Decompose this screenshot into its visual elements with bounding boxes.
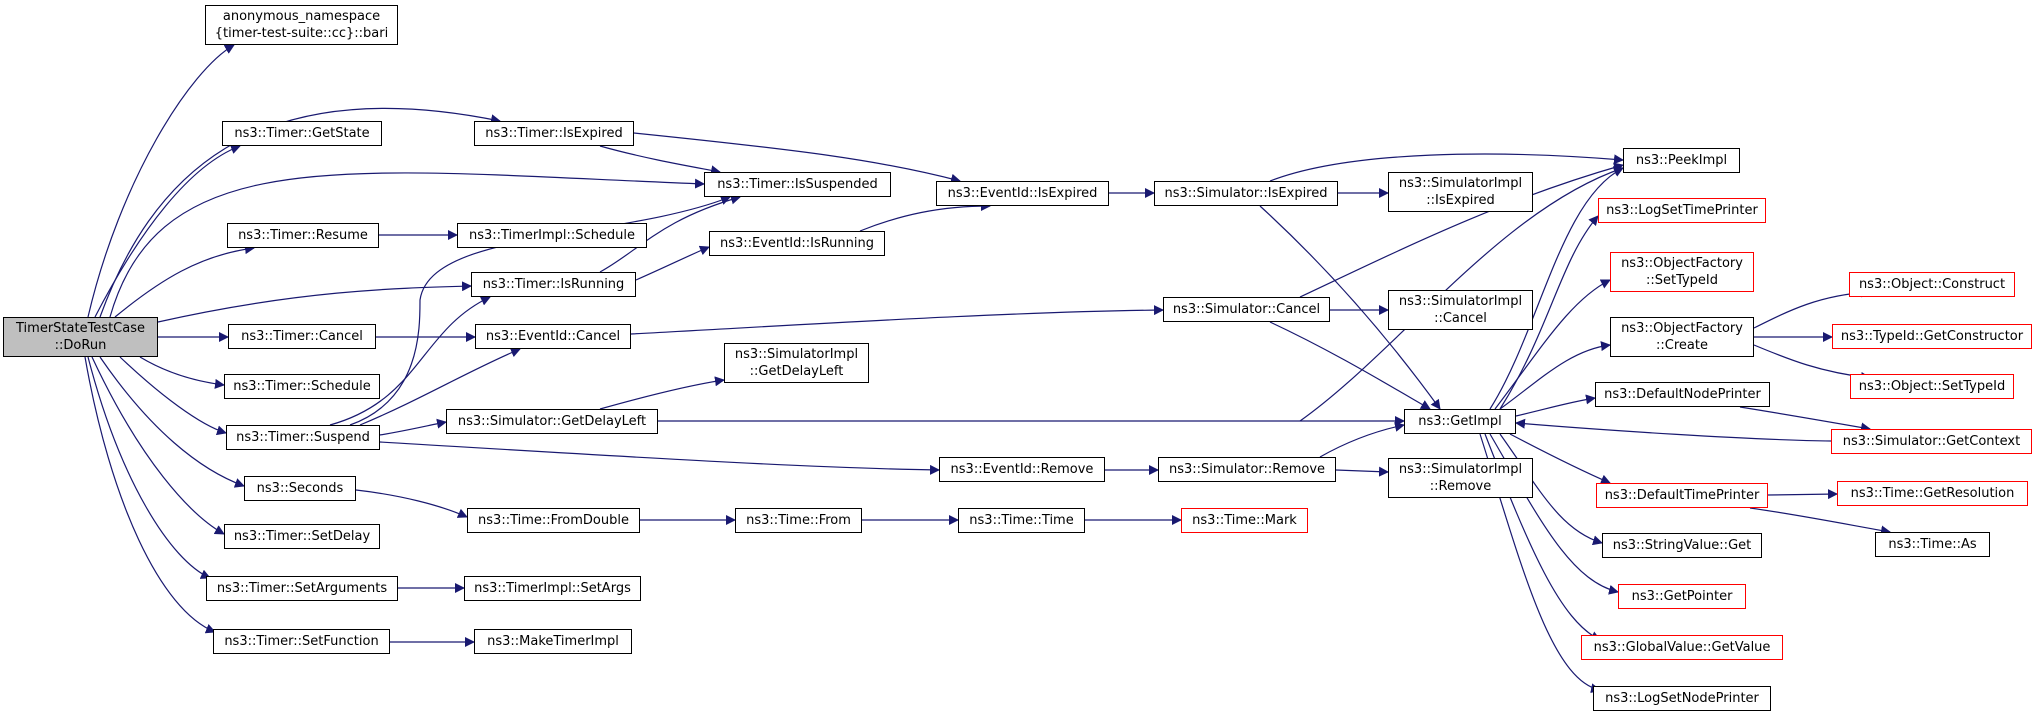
edge-suspend-to-isrunning [329,296,491,426]
node-timer-setdelay[interactable]: ns3::Timer::SetDelay [224,524,380,549]
edge-getimpl-to-defaultnodeprinter [1515,394,1596,417]
edge-defaulttimeprinter-to-time-getresolution [1767,489,1838,500]
edge-suspend-to-issuspended [349,195,731,426]
edge-getdelayleft-to-simimpl-getdelayleft [599,376,725,410]
node-objectfactory-create[interactable]: ns3::ObjectFactory ::Create [1610,317,1754,357]
edge-getimpl-to-of-create [1499,341,1611,410]
edge-root-to-issuspended [109,172,705,318]
node-simulatorimpl-remove[interactable]: ns3::SimulatorImpl ::Remove [1388,458,1533,498]
node-object-settypeid[interactable]: ns3::Object::SetTypeId [1850,374,2014,399]
node-getpointer[interactable]: ns3::GetPointer [1618,584,1746,609]
node-simulator-remove[interactable]: ns3::Simulator::Remove [1158,457,1336,482]
edge-suspend-to-eventid-cancel [359,347,521,426]
edge-sim-isexpired-to-peekimpl [1269,153,1624,182]
node-timerstatetestcase-dorun: TimerStateTestCase ::DoRun [3,317,158,357]
node-timerimpl-setargs[interactable]: ns3::TimerImpl::SetArgs [464,576,641,601]
node-globalvalue-getvalue[interactable]: ns3::GlobalValue::GetValue [1581,635,1783,660]
node-time-mark[interactable]: ns3::Time::Mark [1181,508,1308,533]
node-bari[interactable]: anonymous_namespace {timer-test-suite::c… [205,5,398,45]
node-eventid-remove[interactable]: ns3::EventId::Remove [939,457,1105,482]
edge-root-to-isexpired [99,107,501,318]
node-timer-issuspended[interactable]: ns3::Timer::IsSuspended [704,172,891,197]
edge-root-to-resume [114,244,255,318]
edge-getimpl-to-stringvalue-get [1499,433,1603,546]
edge-sim-cancel-to-getimpl [1269,321,1431,410]
node-simulatorimpl-isexpired[interactable]: ns3::SimulatorImpl ::IsExpired [1388,172,1533,212]
edge-root-to-isrunning [157,281,472,323]
node-simulator-cancel[interactable]: ns3::Simulator::Cancel [1163,297,1330,322]
node-eventid-cancel[interactable]: ns3::EventId::Cancel [475,324,631,349]
node-simulator-getcontext[interactable]: ns3::Simulator::GetContext [1831,429,2032,454]
edge-of-create-to-object-construct [1753,287,1871,329]
node-timer-isexpired[interactable]: ns3::Timer::IsExpired [474,121,634,146]
edge-eventid-isrunning-to-eventid-isexpired [859,201,991,232]
node-simulator-getdelayleft[interactable]: ns3::Simulator::GetDelayLeft [446,409,658,434]
edge-root-to-getstate [94,144,241,318]
edge-defaulttimeprinter-to-time-as [1749,507,1891,536]
node-logsettimeprinter[interactable]: ns3::LogSetTimePrinter [1598,198,1766,223]
node-time-fromdouble[interactable]: ns3::Time::FromDouble [467,508,640,533]
node-simulator-isexpired[interactable]: ns3::Simulator::IsExpired [1154,181,1338,206]
node-logsetnodeprinter[interactable]: ns3::LogSetNodePrinter [1593,686,1771,711]
node-stringvalue-get[interactable]: ns3::StringValue::Get [1602,533,1762,558]
edge-isexpired-to-eventid-isexpired [633,132,961,184]
node-defaulttimeprinter[interactable]: ns3::DefaultTimePrinter [1596,483,1768,508]
edge-root-to-setfunction [84,356,216,634]
edge-getimpl-to-peekimpl [1489,167,1624,410]
edge-sim-remove-to-simimpl-remove [1335,466,1389,477]
edge-root-to-bari [87,44,235,318]
node-simulatorimpl-cancel[interactable]: ns3::SimulatorImpl ::Cancel [1388,290,1533,330]
node-timerimpl-schedule[interactable]: ns3::TimerImpl::Schedule [457,223,647,248]
edge-isrunning-to-issuspended [599,194,741,273]
edge-sim-cancel-to-peekimpl [1299,162,1624,298]
node-timer-resume[interactable]: ns3::Timer::Resume [227,223,379,248]
node-timer-getstate[interactable]: ns3::Timer::GetState [222,121,382,146]
edge-sim-getcontext-to-getimpl [1515,418,1832,442]
edge-seconds-to-fromdouble [355,489,468,518]
edge-defaultnodeprinter-to-sim-getcontext [1739,406,1871,433]
node-timer-schedule[interactable]: ns3::Timer::Schedule [224,374,380,399]
edge-isexpired-to-issuspended [599,145,721,176]
edge-isrunning-to-eventid-isrunning [635,245,710,281]
node-timer-setarguments[interactable]: ns3::Timer::SetArguments [206,576,398,601]
edge-suspend-to-eventid-remove [379,441,940,475]
node-maketimerimpl[interactable]: ns3::MakeTimerImpl [474,629,632,654]
node-eventid-isrunning[interactable]: ns3::EventId::IsRunning [709,231,885,256]
edge-sim-isexpired-to-getimpl [1259,205,1441,410]
edge-root-to-seconds [99,356,245,488]
node-objectfactory-settypeid[interactable]: ns3::ObjectFactory ::SetTypeId [1610,252,1754,292]
node-seconds[interactable]: ns3::Seconds [244,476,356,501]
node-timer-isrunning[interactable]: ns3::Timer::IsRunning [471,272,636,297]
node-typeid-getconstructor[interactable]: ns3::TypeId::GetConstructor [1832,324,2032,349]
edge-getimpl-to-of-settypeid [1494,279,1611,410]
edge-getdelayleft-remote-to-peekimpl [1299,166,1624,422]
node-object-construct[interactable]: ns3::Object::Construct [1849,272,2015,297]
node-timer-suspend[interactable]: ns3::Timer::Suspend [226,425,380,450]
node-timer-setfunction[interactable]: ns3::Timer::SetFunction [213,629,390,654]
edge-root-to-schedule [139,356,225,389]
node-simulatorimpl-getdelayleft[interactable]: ns3::SimulatorImpl ::GetDelayLeft [724,343,869,383]
edge-root-to-setarguments [87,356,211,579]
node-timer-cancel[interactable]: ns3::Timer::Cancel [228,324,376,349]
node-defaultnodeprinter[interactable]: ns3::DefaultNodePrinter [1595,382,1770,407]
node-time-getresolution[interactable]: ns3::Time::GetResolution [1837,481,2028,506]
node-peekimpl[interactable]: ns3::PeekImpl [1623,148,1740,173]
edge-sim-remove-to-getimpl [1319,421,1405,458]
node-getimpl[interactable]: ns3::GetImpl [1404,409,1516,434]
edge-root-to-suspend [119,356,227,436]
edge-root-to-setdelay [91,356,225,535]
node-time-time[interactable]: ns3::Time::Time [958,508,1085,533]
edge-suspend-to-getdelayleft [379,418,447,436]
node-eventid-isexpired[interactable]: ns3::EventId::IsExpired [936,181,1109,206]
node-time-from[interactable]: ns3::Time::From [735,508,862,533]
node-time-as[interactable]: ns3::Time::As [1875,532,1990,557]
edge-eventid-cancel-to-sim-cancel [630,305,1164,335]
edge-getimpl-to-defaulttimeprinter [1509,433,1611,485]
